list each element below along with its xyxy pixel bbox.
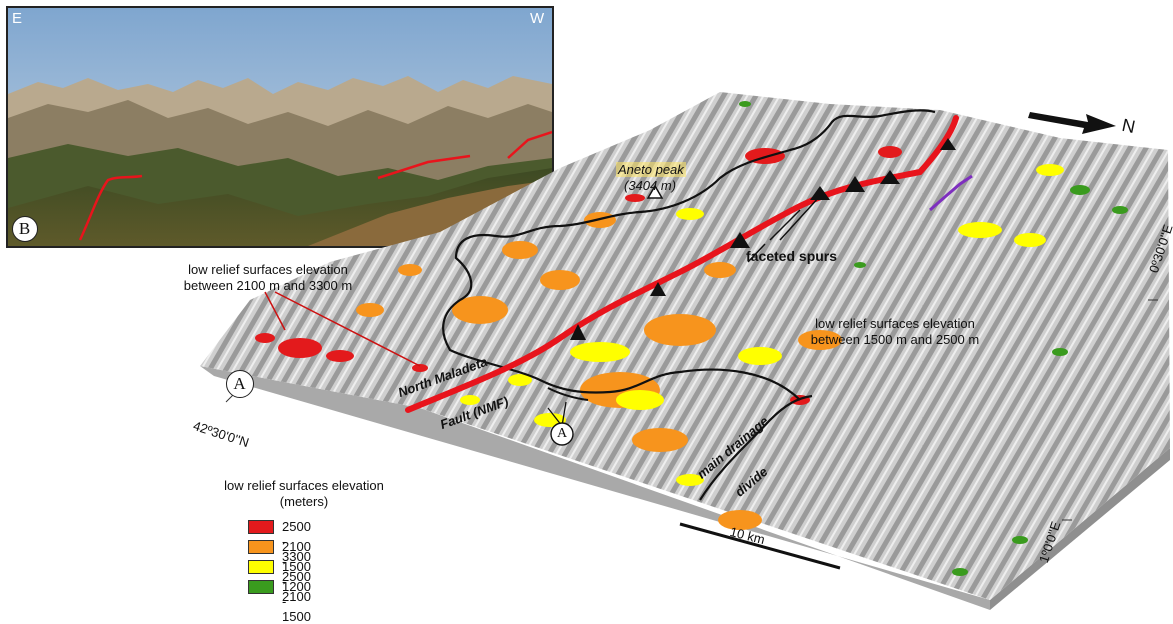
legend-swatch	[248, 580, 274, 594]
photo-fault-trace-2	[377, 154, 471, 180]
point-a-circle-inner	[550, 422, 574, 446]
high-relief-leaders	[264, 291, 421, 367]
aneto-peak-label: Aneto peak	[616, 162, 686, 177]
photo-label: B	[18, 219, 31, 238]
terrain-surface	[200, 92, 1170, 600]
legend-label: 1200 - 1500	[282, 579, 311, 624]
main-drainage-divide	[442, 109, 936, 401]
legend-label: 2500 - 3300	[282, 519, 311, 564]
patches-1500-2100	[460, 164, 1064, 486]
aneto-peak-marker	[646, 184, 664, 199]
faceted-spurs-label: faceted spurs	[746, 248, 838, 264]
high-relief-annotation-line2: between 2100 m and 3300 m	[183, 278, 353, 293]
photo-landscape	[8, 8, 552, 246]
point-a-circle: A	[226, 370, 254, 398]
faceted-spurs	[570, 138, 956, 340]
terrain-block-diagram	[200, 92, 1170, 610]
mid-relief-annotation: low relief surfaces elevation between 15…	[760, 316, 1030, 348]
patches-1200-1500	[739, 101, 1128, 576]
patches-2500-3300	[255, 146, 902, 405]
north-maladeta-fault	[405, 115, 959, 413]
purple-trace	[929, 174, 973, 212]
legend-swatch	[248, 560, 274, 574]
drainage-divide-branch	[547, 387, 589, 401]
point-a-inner-label: A	[556, 426, 568, 441]
block-front-face	[200, 366, 990, 610]
legend-swatch	[248, 520, 274, 534]
legend-title-line2: (meters)	[279, 494, 329, 509]
high-relief-annotation-line1: low relief surfaces elevation	[188, 262, 348, 277]
legend-label: 1500 - 2100	[282, 559, 311, 604]
legend-title-line1: low relief surfaces elevation	[224, 478, 384, 493]
photo-label-circle: B	[12, 216, 38, 242]
mid-relief-annotation-line1: low relief surfaces elevation	[815, 316, 975, 331]
mid-relief-annotation-line2: between 1500 m and 2500 m	[810, 332, 980, 347]
legend-swatch	[248, 540, 274, 554]
scale-bar	[679, 522, 841, 570]
photo-direction-west: W	[530, 10, 545, 27]
photo-fault-trace-3	[507, 130, 552, 159]
legend-label: 2100 - 2500	[282, 539, 311, 584]
legend-title: low relief surfaces elevation (meters)	[198, 478, 410, 510]
north-arrow-icon	[1028, 112, 1116, 134]
figure: E W B	[6, 6, 1173, 624]
point-a-label: A	[233, 374, 246, 393]
faceted-spurs-arrows	[747, 195, 821, 263]
drainage-divide-south	[699, 394, 813, 501]
photo-direction-east: E	[12, 10, 23, 27]
aneto-peak-elevation: (3404 m)	[624, 178, 677, 193]
high-relief-annotation: low relief surfaces elevation between 21…	[138, 262, 398, 294]
block-right-face	[990, 448, 1170, 610]
photo-panel: E W B	[6, 6, 554, 248]
photo-fault-trace-1	[78, 174, 143, 241]
